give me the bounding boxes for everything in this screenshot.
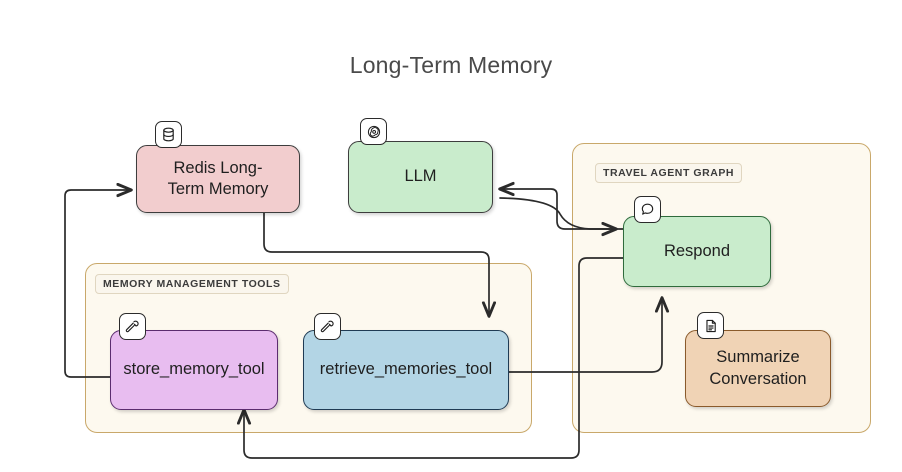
- node-label-retrieve-memories-tool: retrieve_memories_tool: [319, 360, 493, 379]
- database-icon: [155, 121, 182, 148]
- node-label-llm: LLM: [404, 167, 437, 186]
- document-icon: [697, 312, 724, 339]
- node-respond[interactable]: Respond: [623, 216, 771, 287]
- group-label-travel-agent-graph: TRAVEL AGENT GRAPH: [595, 163, 743, 183]
- group-label-memory-management-tools: MEMORY MANAGEMENT TOOLS: [95, 274, 289, 294]
- node-redis-long-term-memory[interactable]: Redis Long-Term Memory: [136, 145, 300, 213]
- node-store-memory-tool[interactable]: store_memory_tool: [110, 330, 278, 410]
- tool-hammer-icon: [119, 313, 146, 340]
- node-label-store-memory-tool: store_memory_tool: [123, 360, 265, 379]
- node-label-respond: Respond: [663, 241, 731, 260]
- tool-hammer-icon: [314, 313, 341, 340]
- page-title: Long-Term Memory: [349, 52, 553, 78]
- node-label-redis: Redis Long-Term Memory: [167, 158, 269, 198]
- openai-icon: [360, 118, 387, 145]
- speech-bubble-icon: [634, 196, 661, 223]
- node-retrieve-memories-tool[interactable]: retrieve_memories_tool: [303, 330, 509, 410]
- node-llm[interactable]: LLM: [348, 141, 493, 213]
